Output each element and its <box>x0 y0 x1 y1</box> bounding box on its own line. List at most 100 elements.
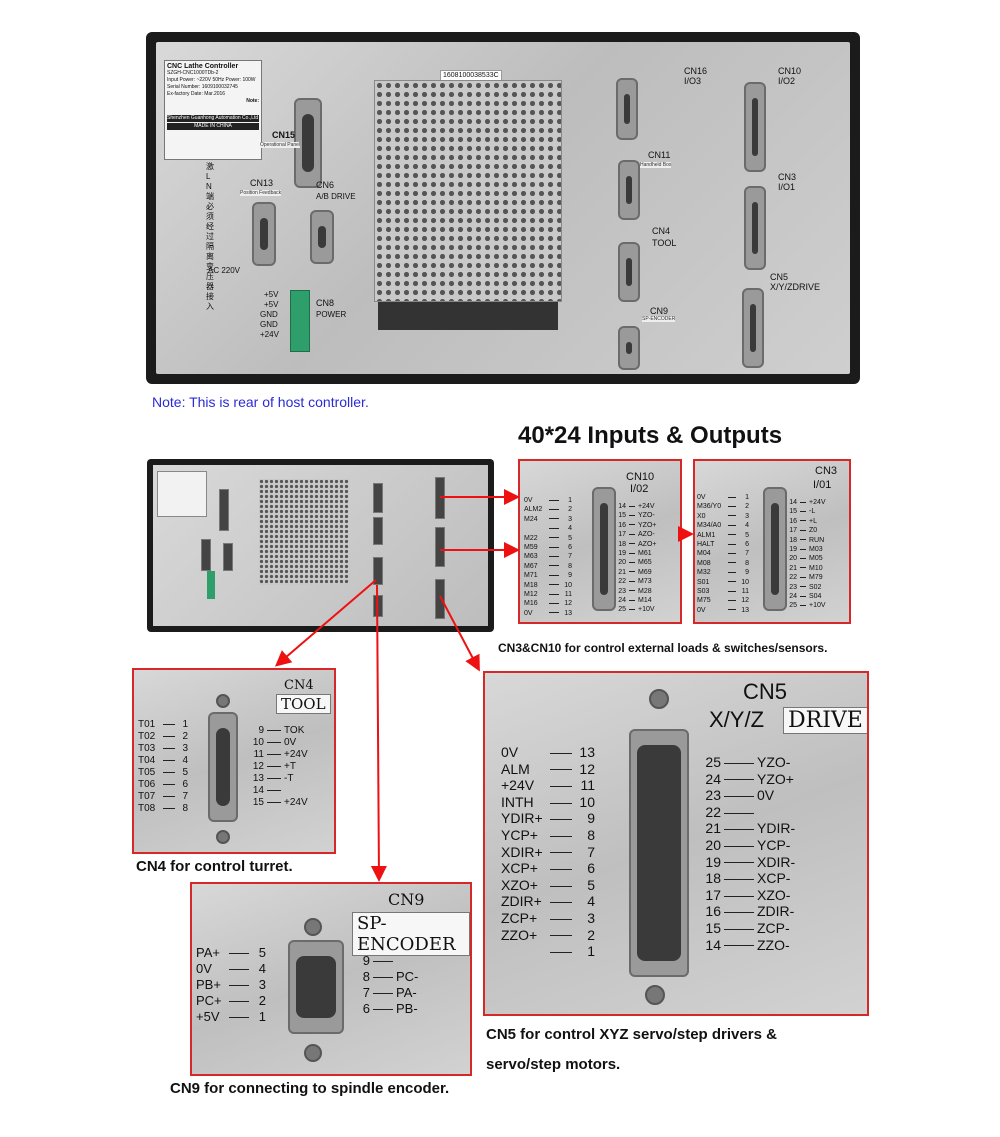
nameplate-title: CNC Lathe Controller <box>167 63 239 70</box>
cn3-right-pin-8-a: 22 <box>789 574 797 582</box>
cn10-right-pin-2-a: 16 <box>618 521 626 529</box>
cn10-left-pin-0-b: 1 <box>568 497 572 504</box>
cn3-left-pin-2-leader <box>728 515 736 517</box>
cn4-right-pin-5-leader <box>267 789 281 791</box>
cn5-top-sub: X/Y/ZDRIVE <box>770 282 821 292</box>
cn3-right-pin-2: 16+L <box>787 518 835 525</box>
psu-terminal-block <box>378 302 558 330</box>
cn9-left-pin-1-b: 4 <box>258 961 266 976</box>
cn4-left-pin-1-b: 2 <box>182 731 188 742</box>
cn3-right-pin-4-a: 18 <box>789 536 797 544</box>
nameplate-power: Input Power: ~220V 50Hz Power: 100W <box>167 77 256 83</box>
cn10-left-pin-3-leader <box>549 527 559 529</box>
cn9-left-pin-2-b: 3 <box>258 977 266 992</box>
cn5-left-pin-8: XZO+5 <box>501 878 595 892</box>
cn3-left-pin-7-a: M08 <box>697 559 711 567</box>
cn3-left-pin-12-b: 13 <box>741 606 749 614</box>
cn10-left-pin-10-leader <box>549 593 559 595</box>
cn5-left-pin-12: 1 <box>501 944 595 958</box>
cn3-right-pin-8-leader <box>800 576 806 578</box>
cn9-left-pin-0-leader <box>229 953 249 955</box>
cn9-left-pin-2-leader <box>229 985 249 987</box>
cn3-left-pin-5-leader <box>728 543 736 545</box>
cn10-left-pin-8-leader <box>549 574 559 576</box>
cn3-right-pin-10-a: 24 <box>789 593 797 600</box>
cn3-left-pin-0-b: 1 <box>745 494 749 501</box>
cn10-left-pin-5-b: 6 <box>568 544 572 551</box>
controller-rear-photo: CNC Lathe Controller SZGH-CNC1000TDb-2 I… <box>146 32 860 384</box>
cn3-left-pin-0-leader <box>728 496 736 498</box>
cn4-left-pin-6-b: 7 <box>182 791 188 802</box>
cn10-top-label: CN10 <box>778 66 802 76</box>
cn3-left-pin-9-b: 10 <box>741 578 749 586</box>
cn4-title: CN4 <box>284 678 314 693</box>
cn11-sub: Handheld Box <box>640 162 672 168</box>
power-pin-3: GND <box>260 310 278 319</box>
cn3-right-pin-8-b: M79 <box>809 574 823 582</box>
cn3-left-pin-9-leader <box>728 581 736 583</box>
cn9-screw-bottom <box>304 1044 322 1062</box>
cn10-right-pin-9-a: 23 <box>618 587 626 595</box>
cn5-left-pin-5-b: 8 <box>587 827 595 843</box>
cn9-left-pin-1-leader <box>229 969 249 971</box>
cn4-screw-bottom <box>216 830 230 844</box>
cn10-top-sub: I/O2 <box>778 76 796 86</box>
cn3-left-pin-9-a: S01 <box>697 578 710 586</box>
cn3-top-sub: I/O1 <box>778 182 796 192</box>
cn4-left-pin-4-leader <box>163 771 175 773</box>
cn5-right-pin-10-b: ZCP- <box>757 920 790 936</box>
cn3-right-pin-1-b: -L <box>809 508 816 516</box>
cn10-right-pin-2-leader <box>629 524 635 526</box>
cn10-right-pin-5-a: 19 <box>618 550 626 557</box>
cn5-left-pin-10-leader <box>550 918 572 920</box>
cn3-left-pin-8-a: M32 <box>697 569 711 577</box>
cn10-left-pin-9-leader <box>549 584 559 586</box>
cn5-right-pin-9-b: ZDIR- <box>757 903 795 920</box>
cn4-left-pin-2-b: 3 <box>182 743 188 754</box>
cn4-left-pin-2-a: T03 <box>138 743 156 754</box>
nameplate-serial: Serial Number: 1609100032745 <box>167 84 238 90</box>
cn5-left-pin-6: XDIR+7 <box>501 845 595 859</box>
cn9-left-pin-4-b: 1 <box>258 1009 266 1024</box>
cn5-right-pin-10-a: 15 <box>705 920 721 936</box>
nameplate-note: Note: <box>246 98 259 104</box>
cn9-top-sub: SP-ENCODER <box>642 316 676 322</box>
cn3-right-pin-2-b: +L <box>809 517 817 525</box>
cn5-right-pin-5-leader <box>724 845 754 847</box>
cn5-left-pin-1-leader <box>550 769 572 771</box>
cn3-right-pin-4-leader <box>800 539 806 541</box>
overview-cn5 <box>435 579 445 619</box>
cn3-right-pin-10-b: S04 <box>809 593 822 600</box>
cn10-right-pin-5-leader <box>629 552 635 554</box>
cn3-right-pin-9-b: S02 <box>809 583 822 591</box>
cn13-sub: Position Feedback <box>240 190 282 196</box>
cn4-left-pin-4-a: T05 <box>138 767 156 778</box>
cn10-right-pin-6-b: M65 <box>638 559 652 567</box>
cn3-title: CN3 <box>815 465 838 477</box>
cn3-right-pin-5-b: M03 <box>809 546 823 553</box>
cn3-left-pin-5-b: 6 <box>745 541 749 548</box>
nameplate-made-in: MADE IN CHINA <box>167 123 259 130</box>
cn4-right-pin-3: 12+T <box>250 762 318 772</box>
overview-cn15 <box>219 489 229 531</box>
cn4-left-pin-0-leader <box>163 723 175 725</box>
cn3-right-pin-8: 22 M79 <box>787 574 835 581</box>
cn10-left-pin-2-leader <box>549 518 559 520</box>
rear-plate: CNC Lathe Controller SZGH-CNC1000TDb-2 I… <box>156 42 850 374</box>
cn5-left-pin-7: XCP+6 <box>501 861 595 875</box>
cn10-left-pin-10-b: 11 <box>564 591 572 598</box>
